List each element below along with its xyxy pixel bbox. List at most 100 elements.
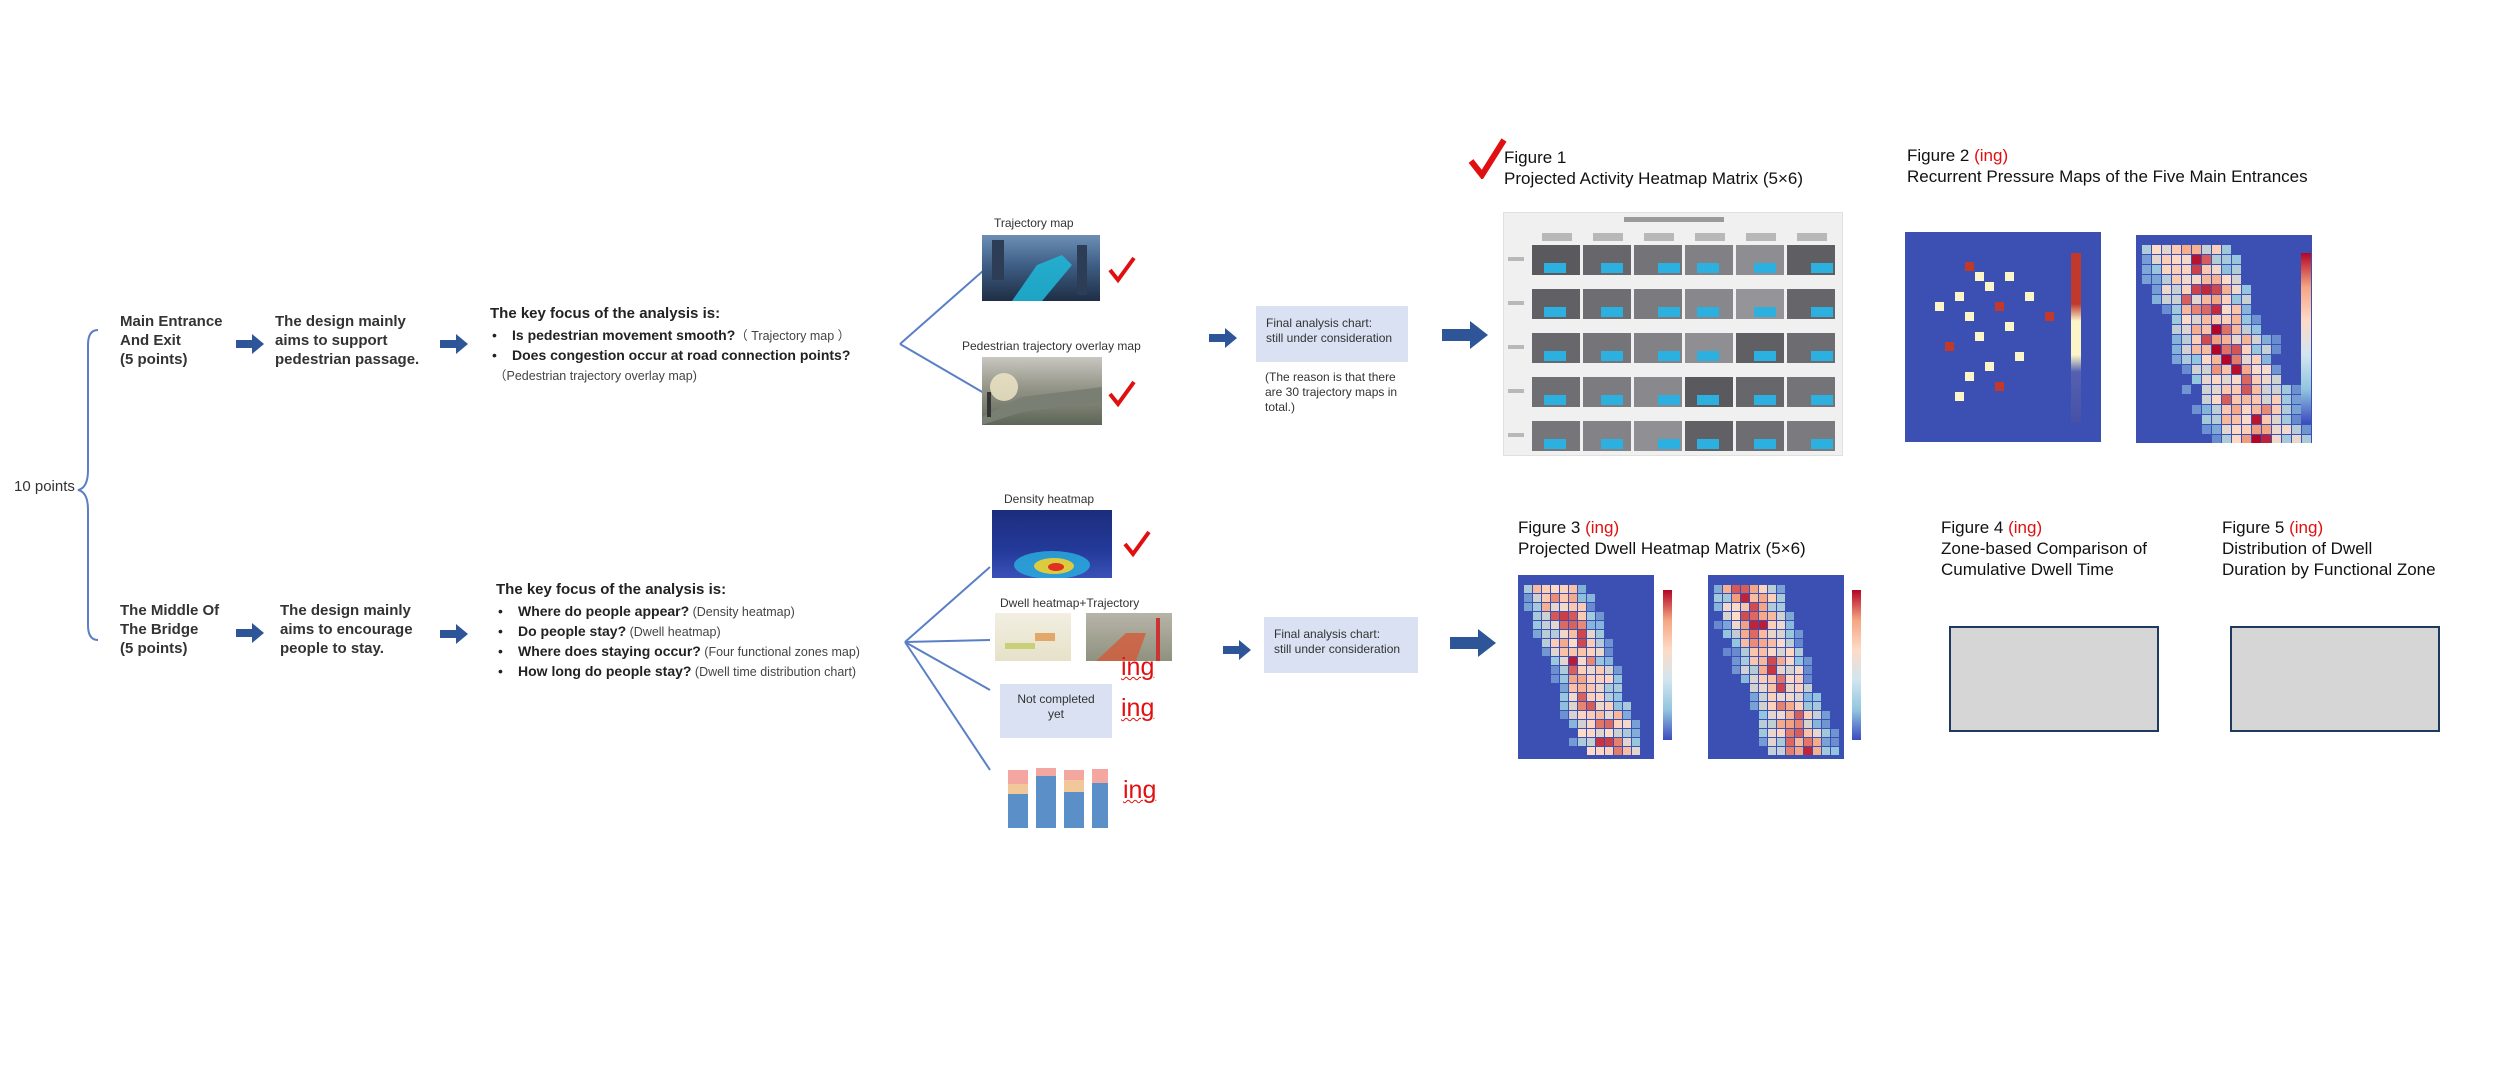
heatmap-cell	[2212, 395, 2221, 404]
heatmap-cell	[1741, 657, 1749, 665]
pressure-cell	[1995, 382, 2004, 391]
heatmap-cell	[1786, 639, 1794, 647]
matrix-tile-trajectory	[1697, 307, 1719, 317]
heatmap-cell	[1542, 585, 1550, 593]
heatmap-cell	[1750, 603, 1758, 611]
checkmark-icon	[1108, 256, 1136, 284]
heatmap-cell	[1741, 585, 1749, 593]
heatmap-cell	[1614, 720, 1622, 728]
heatmap-cell	[1822, 720, 1830, 728]
heatmap-cell	[2222, 305, 2231, 314]
heatmap-cell	[2252, 355, 2261, 364]
heatmap-cell	[2192, 325, 2201, 334]
heatmap-cell	[1732, 612, 1740, 620]
heatmap-cell	[1578, 657, 1586, 665]
heatmap-cell	[1569, 711, 1577, 719]
heatmap-cell	[1614, 666, 1622, 674]
heatmap-cell	[1560, 657, 1568, 665]
heatmap-cell	[2222, 435, 2231, 444]
heatmap-cell	[1524, 585, 1532, 593]
matrix-tile-trajectory	[1658, 351, 1680, 361]
dwell-time-distribution-thumbnail	[1002, 764, 1112, 828]
heatmap-cell	[2222, 315, 2231, 324]
heatmap-cell	[2222, 255, 2231, 264]
heatmap-cell	[2162, 245, 2171, 254]
heatmap-cell	[1822, 729, 1830, 737]
heatmap-cell	[1786, 747, 1794, 755]
heatmap-cell	[1596, 612, 1604, 620]
heatmap-cell	[1605, 729, 1613, 737]
heatmap-cell	[1768, 621, 1776, 629]
heatmap-cell	[1560, 666, 1568, 674]
heatmap-cell	[2252, 345, 2261, 354]
heatmap-cell	[1605, 684, 1613, 692]
heatmap-cell	[2242, 425, 2251, 434]
heatmap-cell	[1750, 684, 1758, 692]
matrix-tile-trajectory	[1658, 439, 1680, 449]
heatmap-cell	[1614, 729, 1622, 737]
heatmap-cell	[1533, 612, 1541, 620]
heatmap-cell	[2182, 255, 2191, 264]
heatmap-cell	[2282, 385, 2291, 394]
heatmap-cell	[2212, 435, 2221, 444]
pressure-cell	[1975, 272, 1984, 281]
heatmap-cell	[2192, 245, 2201, 254]
heatmap-cell	[1605, 639, 1613, 647]
matrix-tile-trajectory	[1811, 263, 1833, 273]
heatmap-cell	[2172, 295, 2181, 304]
heatmap-cell	[1795, 630, 1803, 638]
heatmap-cell	[1822, 738, 1830, 746]
heatmap-cell	[1569, 594, 1577, 602]
heatmap-cell	[1560, 693, 1568, 701]
heatmap-cell	[1578, 648, 1586, 656]
heatmap-cell	[2202, 385, 2211, 394]
heatmap-cell	[2172, 345, 2181, 354]
density-heatmap-thumbnail	[992, 510, 1112, 578]
heatmap-cell	[1569, 585, 1577, 593]
heatmap-cell	[2262, 345, 2271, 354]
heatmap-cell	[2262, 435, 2271, 444]
heatmap-cell	[2232, 385, 2241, 394]
heatmap-cell	[1768, 711, 1776, 719]
heatmap-cell	[2232, 365, 2241, 374]
heatmap-cell	[1786, 684, 1794, 692]
heatmap-cell	[1542, 603, 1550, 611]
matrix-tile-trajectory	[1754, 439, 1776, 449]
heatmap-cell	[1732, 621, 1740, 629]
heatmap-cell	[1587, 603, 1595, 611]
heatmap-cell	[1813, 738, 1821, 746]
heatmap-cell	[1777, 729, 1785, 737]
heatmap-cell	[1768, 657, 1776, 665]
heatmap-cell	[1596, 720, 1604, 728]
heatmap-cell	[1804, 711, 1812, 719]
heatmap-cell	[1578, 639, 1586, 647]
heatmap-cell	[2232, 355, 2241, 364]
heatmap-cell	[1777, 684, 1785, 692]
matrix-tile-trajectory	[1754, 395, 1776, 405]
heatmap-cell	[1623, 711, 1631, 719]
matrix-tile-trajectory	[1811, 351, 1833, 361]
heatmap-cell	[1777, 648, 1785, 656]
heatmap-cell	[1759, 621, 1767, 629]
heatmap-cell	[1533, 594, 1541, 602]
heatmap-cell	[1578, 666, 1586, 674]
heatmap-cell	[1768, 594, 1776, 602]
heatmap-cell	[2212, 295, 2221, 304]
heatmap-cell	[1605, 657, 1613, 665]
heatmap-cell	[2212, 245, 2221, 254]
heatmap-cell	[1795, 666, 1803, 674]
heatmap-cell	[1831, 747, 1839, 755]
heatmap-cell	[1795, 675, 1803, 683]
matrix-tile-trajectory	[1601, 439, 1623, 449]
heatmap-cell	[2182, 275, 2191, 284]
heatmap-cell	[2282, 425, 2291, 434]
heatmap-cell	[2252, 365, 2261, 374]
heatmap-cell	[2162, 305, 2171, 314]
heatmap-cell	[2222, 365, 2231, 374]
heatmap-cell	[1596, 648, 1604, 656]
matrix-row-label	[1508, 301, 1524, 305]
heatmap-cell	[1614, 738, 1622, 746]
heatmap-cell	[1804, 675, 1812, 683]
heatmap-cell	[1596, 702, 1604, 710]
heatmap-cell	[1750, 666, 1758, 674]
